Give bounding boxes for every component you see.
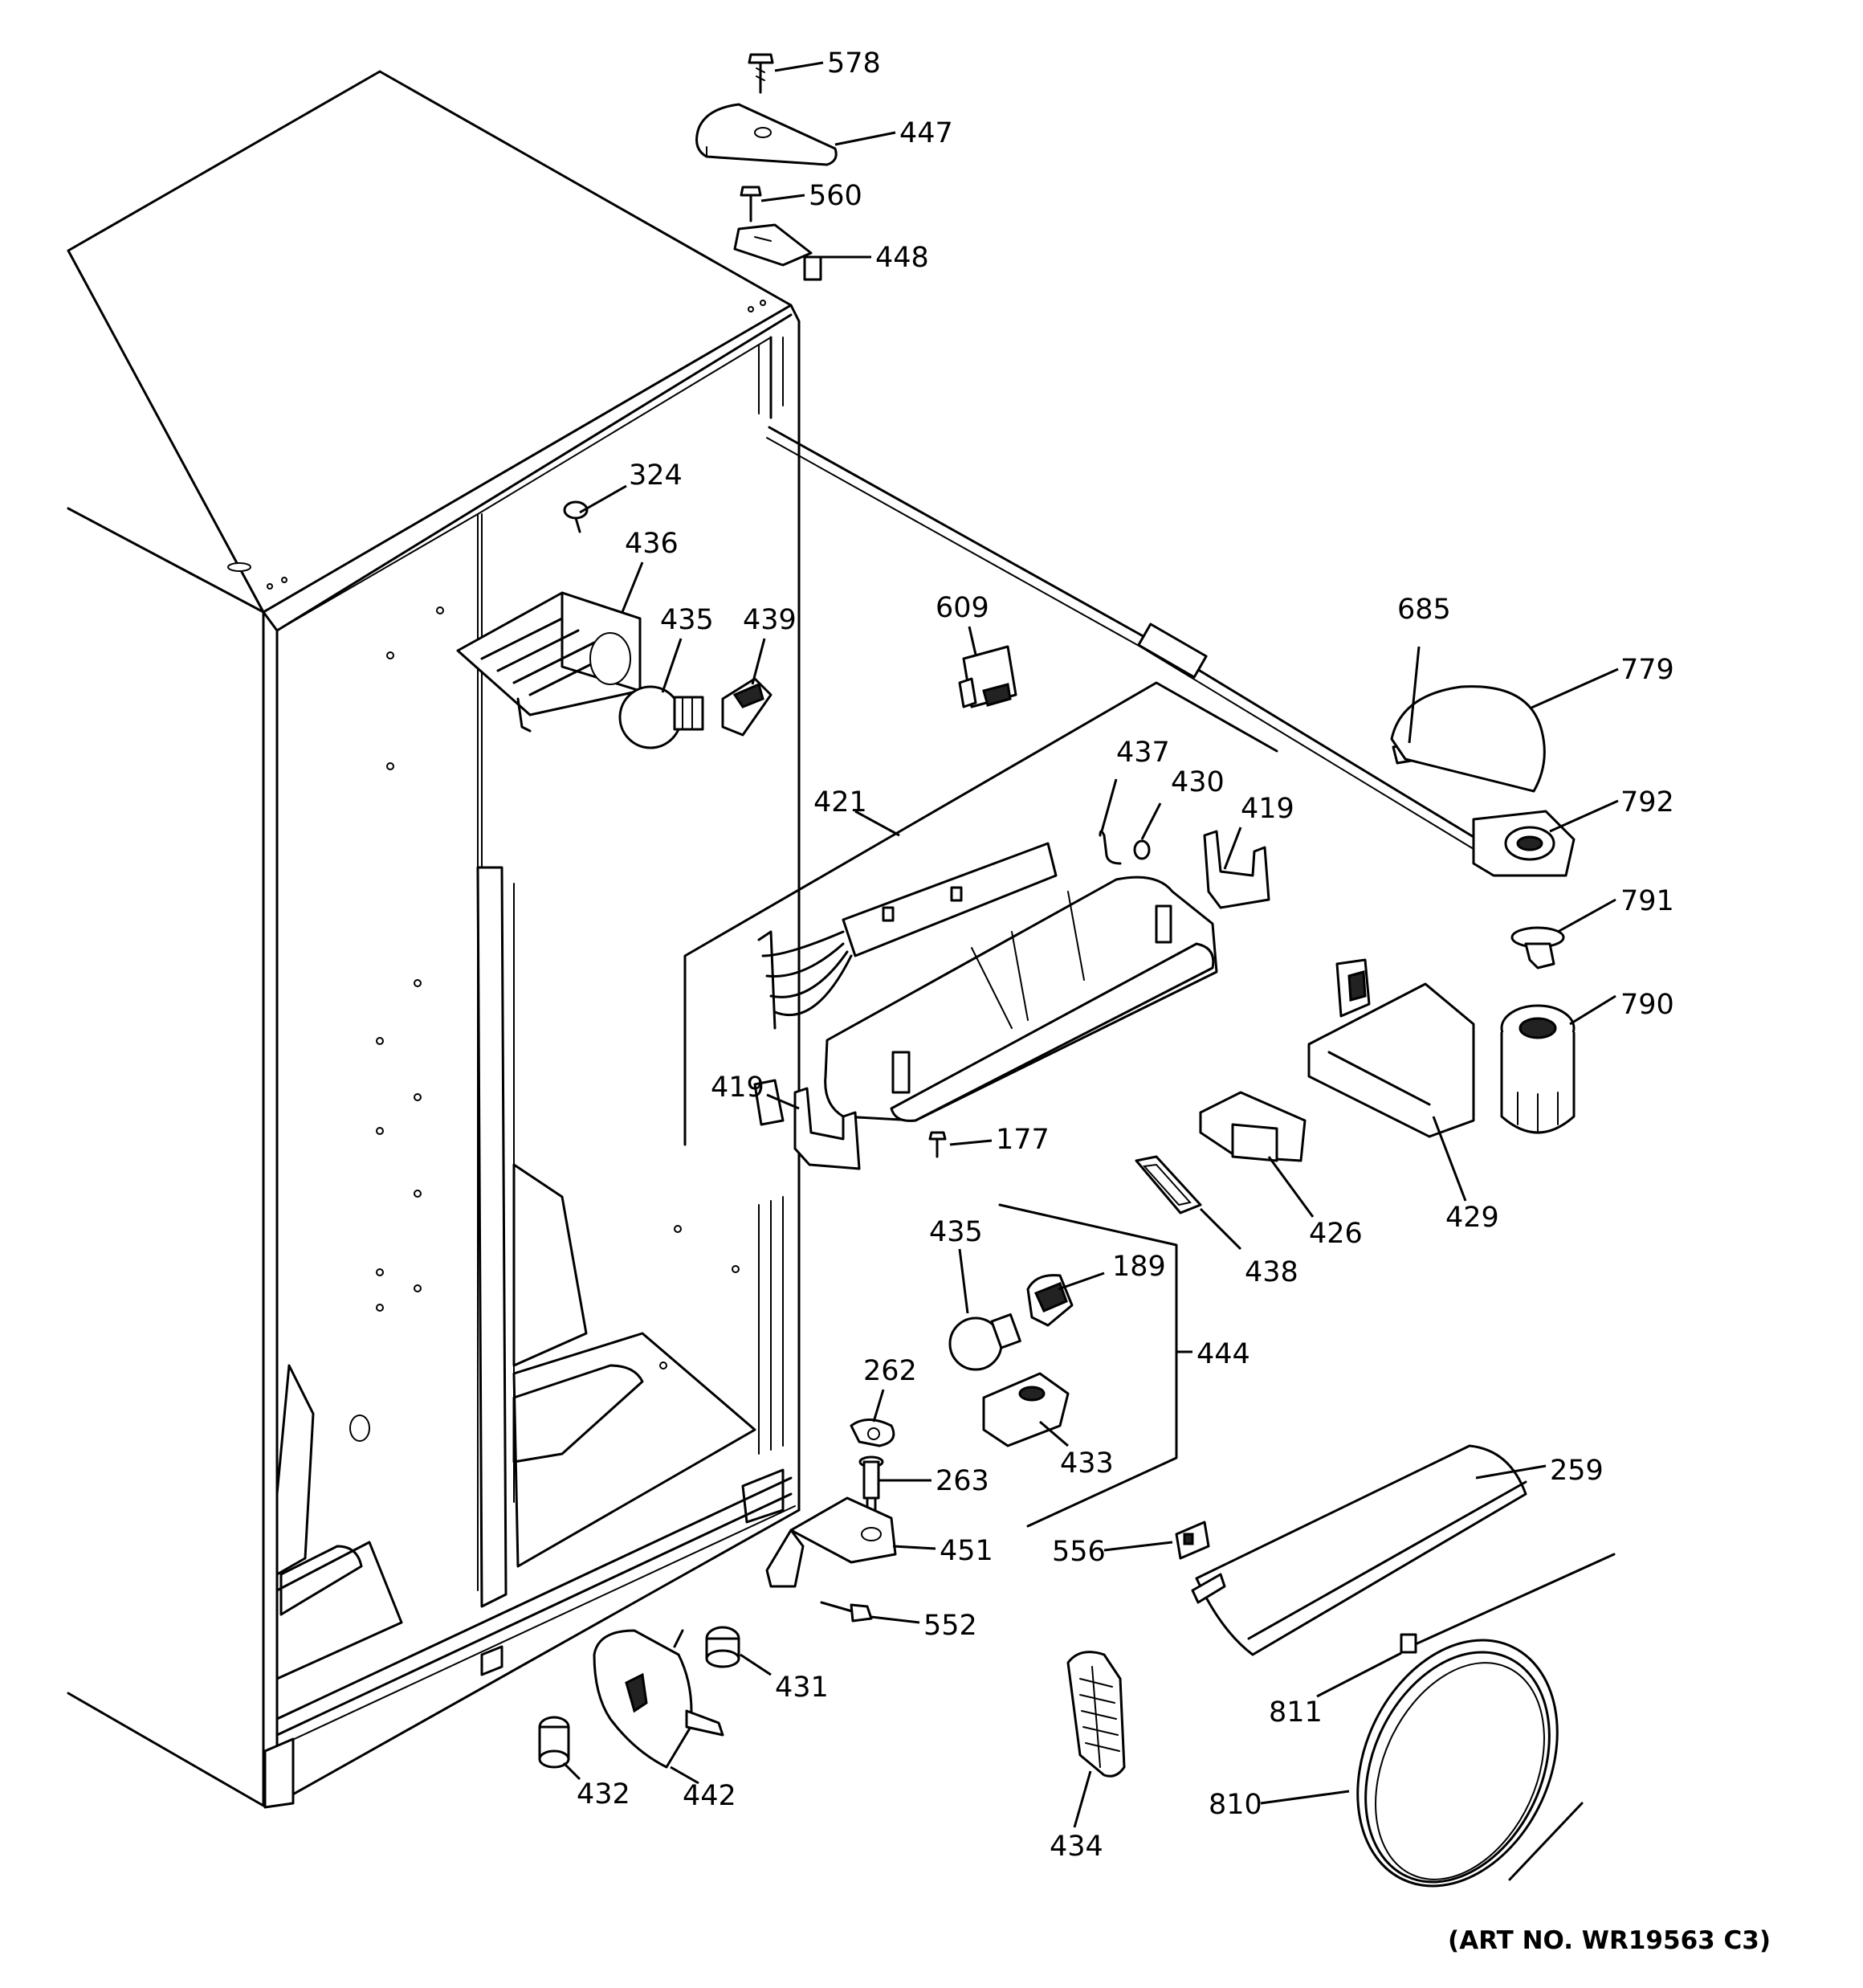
callout-552: 552 [923,1610,977,1642]
callout-444: 444 [1196,1338,1250,1370]
callout-435-lower: 435 [929,1216,983,1248]
connector-556 [1175,1521,1210,1560]
hinge-screw-552 [820,1601,873,1623]
grommet-431 [705,1626,740,1668]
callout-438: 438 [1245,1256,1298,1288]
callout-442: 442 [683,1780,736,1812]
water-tubing [766,426,1479,852]
callout-262: 262 [863,1355,917,1387]
callout-556: 556 [1052,1536,1106,1568]
callout-419-right: 419 [1241,793,1294,825]
callout-431: 431 [775,1672,829,1704]
callout-434: 434 [1050,1831,1103,1863]
control-assembly-bracket-421 [683,681,1278,1146]
callout-451: 451 [940,1535,993,1567]
fan-motor-442 [593,1629,724,1769]
callout-432: 432 [577,1778,630,1810]
dispenser-trim-259 [1191,1444,1527,1656]
callout-792: 792 [1620,786,1674,818]
dispenser-housing-429 [1307,958,1475,1138]
callout-447: 447 [899,117,953,149]
filter-housing-792 [1472,810,1576,877]
callout-419-left: 419 [711,1072,764,1104]
callout-263: 263 [936,1465,989,1497]
refrigerator-cabinet [67,70,801,1809]
callout-791: 791 [1620,885,1674,917]
callout-578: 578 [827,47,881,80]
callout-189: 189 [1112,1251,1166,1283]
callout-790: 790 [1620,989,1674,1021]
callout-430: 430 [1171,766,1225,798]
gasket-438 [1135,1155,1202,1214]
light-bulb-435-lower [948,1313,1021,1371]
callout-labels: 578 447 560 448 324 436 435 439 609 685 … [577,47,1771,1955]
retainer-419-right [1203,830,1270,909]
hinge-screw-560 [740,186,762,222]
callout-436: 436 [625,528,679,560]
grille-434 [1066,1651,1126,1778]
hinge-pin-263 [858,1455,884,1516]
callout-609: 609 [936,592,989,624]
callout-426: 426 [1309,1218,1363,1250]
callout-448: 448 [875,242,929,274]
control-housing-421 [824,876,1218,1122]
water-tubing-coil-810 [1356,1639,1584,1888]
callout-811: 811 [1269,1696,1323,1729]
control-board-421 [753,842,1058,1126]
art-number: (ART NO. WR19563 C3) [1448,1926,1771,1955]
lamp-socket-439 [721,677,773,737]
light-bulb-435 [618,685,704,749]
water-filter-790 [1500,1004,1576,1134]
top-hinge-cover-447 [695,103,838,166]
callout-560: 560 [809,180,862,212]
callout-433: 433 [1060,1447,1114,1480]
cam-262 [850,1419,895,1447]
switch-housing-426 [1199,1091,1307,1162]
leader-lines [562,61,1619,1828]
grommet-432 [538,1716,570,1769]
retainer-419-left [793,1087,861,1170]
light-shield-436 [456,591,642,733]
callout-259: 259 [1550,1455,1604,1487]
screw-324 [563,500,589,533]
bottom-hinge-451 [765,1496,897,1588]
relay-609 [958,645,1017,708]
callout-435-upper: 435 [660,604,714,636]
callout-177: 177 [996,1124,1050,1156]
screw-177 [928,1131,947,1158]
callout-421: 421 [813,786,867,818]
callout-685: 685 [1397,594,1451,626]
top-hinge-448 [733,223,822,281]
callout-439: 439 [743,604,797,636]
sensor-437 [1099,830,1122,865]
lamp-socket-189 [1026,1274,1074,1327]
callout-324: 324 [629,459,683,492]
callout-429: 429 [1445,1202,1499,1234]
callout-810: 810 [1209,1789,1262,1821]
water-line-811 [1400,1553,1616,1654]
callout-779: 779 [1620,654,1674,686]
grommet-430 [1133,839,1151,860]
callout-437: 437 [1116,737,1170,769]
top-hinge-screw-578 [748,53,774,94]
filter-bypass-791 [1510,926,1565,970]
